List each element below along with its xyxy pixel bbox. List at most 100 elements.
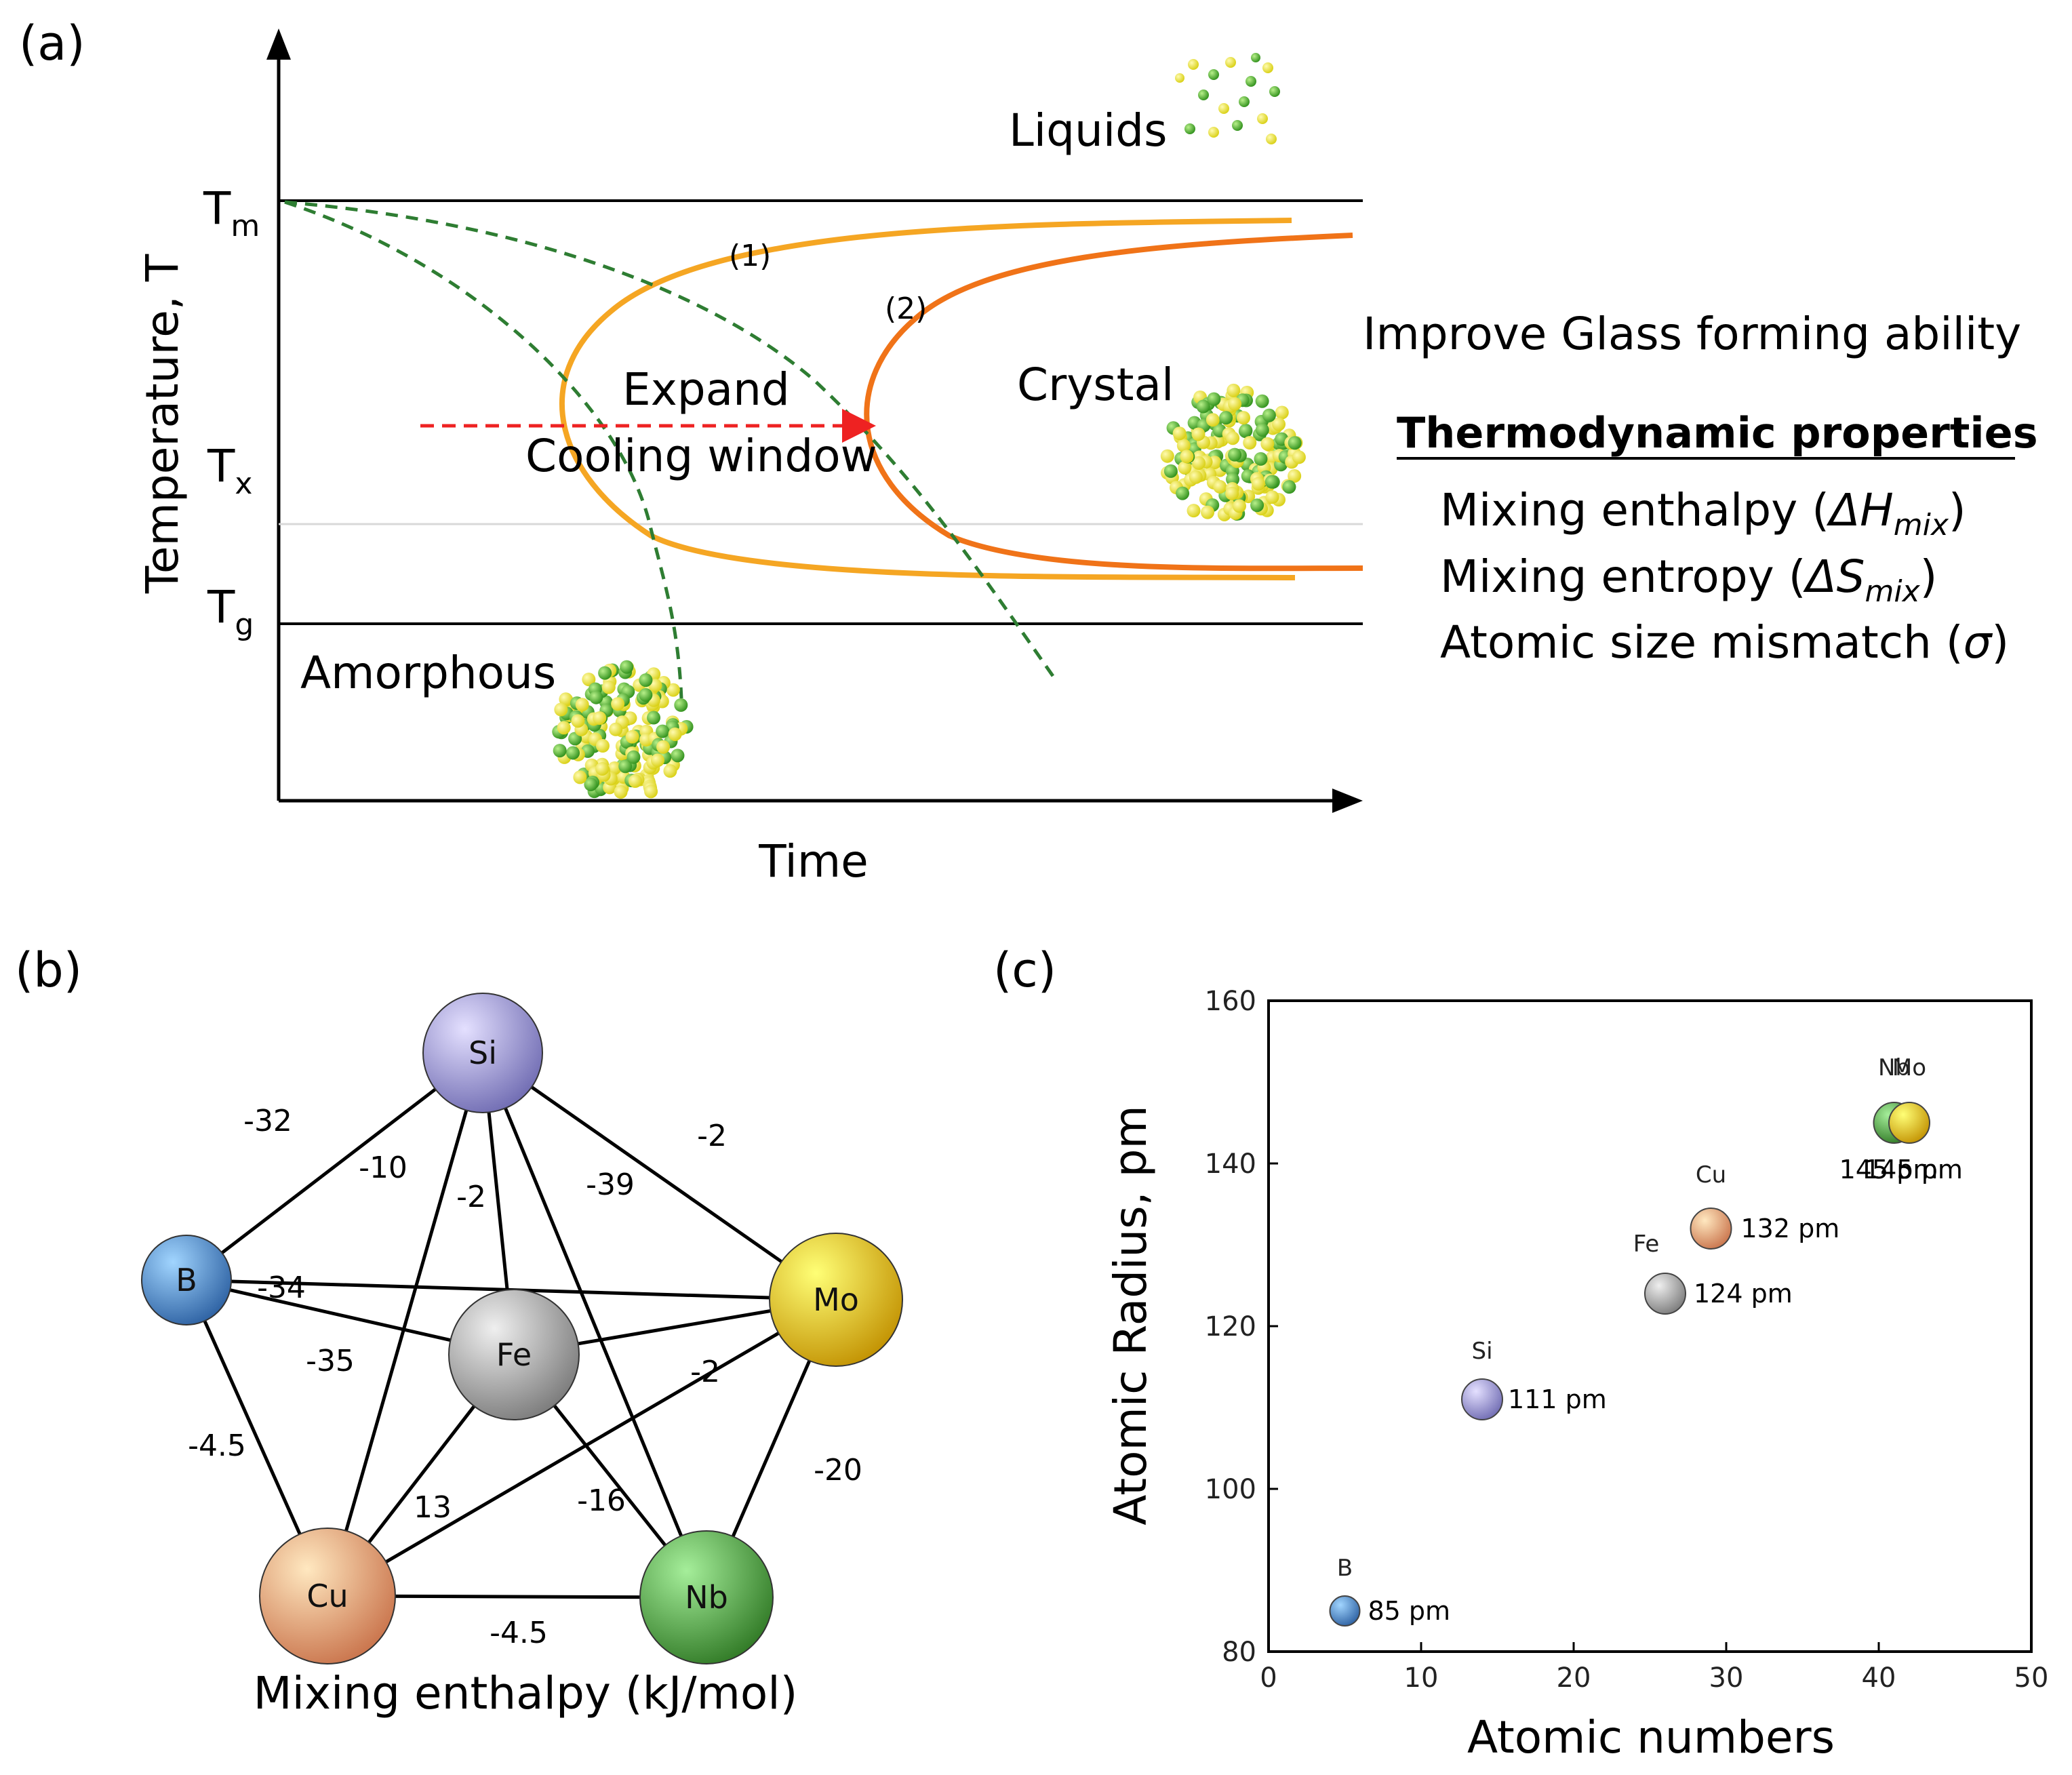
- node-nb: [639, 1530, 774, 1664]
- point-value-label: 145 pm: [1839, 1155, 1938, 1184]
- green-atom: [1255, 423, 1269, 437]
- green-atom: [1176, 486, 1190, 500]
- x-tick-label: 10: [1404, 1662, 1439, 1694]
- liquid-atoms-illustration: [1175, 53, 1280, 144]
- edge-label-si-b: -32: [243, 1104, 292, 1138]
- y-axis-arrowhead: [266, 28, 291, 60]
- node-label-nb: Nb: [685, 1579, 728, 1616]
- yellow-atom: [611, 697, 625, 711]
- yellow-atom: [595, 738, 610, 753]
- yellow-atom: [1292, 450, 1306, 464]
- edge-si-nb: [481, 1052, 709, 1598]
- green-atom: [1228, 447, 1242, 462]
- green-atom: [671, 749, 685, 763]
- point-element-label: B: [1337, 1555, 1353, 1582]
- panel-a-axes: [266, 28, 1363, 813]
- node-label-mo: Mo: [813, 1281, 859, 1318]
- yellow-atom: [1192, 456, 1206, 470]
- green-atom: [1255, 394, 1269, 408]
- node-b: [141, 1235, 232, 1325]
- crystal-label: Crystal: [1017, 359, 1174, 411]
- node-label-b: B: [176, 1262, 197, 1298]
- point-value-label: 124 pm: [1694, 1279, 1793, 1309]
- x-tick-label: 0: [1260, 1662, 1277, 1694]
- green-atom: [1163, 464, 1178, 478]
- y-tick-label: 140: [1205, 1149, 1256, 1180]
- node-label-cu: Cu: [306, 1578, 348, 1614]
- point-b: [1329, 1595, 1361, 1627]
- green-atom: [589, 690, 603, 704]
- yellow-atom: [1226, 431, 1240, 445]
- panel-c-label: (c): [993, 942, 1056, 998]
- green-atom: [1262, 408, 1276, 422]
- point-element-label: Nb: [1878, 1054, 1910, 1081]
- yellow-atom: [1225, 486, 1239, 500]
- curve-label-2: (2): [885, 292, 927, 326]
- side-title: Improve Glass forming ability: [1363, 308, 2021, 360]
- amorphous-atoms-illustration: [552, 660, 694, 799]
- yellow-atom: [1260, 437, 1275, 451]
- green-atom: [639, 688, 653, 702]
- green-atom: [1219, 411, 1233, 425]
- green-atom: [566, 746, 580, 760]
- yellow-atom: [666, 683, 680, 697]
- x-tick-label: 40: [1862, 1662, 1896, 1694]
- point-value-label: 111 pm: [1508, 1384, 1607, 1414]
- node-mo: [769, 1233, 903, 1367]
- edge-label-si-nb: -39: [586, 1168, 635, 1202]
- green-atom: [618, 759, 633, 774]
- edge-si-mo: [481, 1051, 837, 1302]
- crystal-atoms-illustration: [1160, 383, 1306, 521]
- point-element-label: Fe: [1633, 1231, 1660, 1258]
- point-si: [1461, 1378, 1503, 1420]
- y-axis-label: Temperature, T: [136, 254, 188, 594]
- tg-label: Tg: [207, 581, 254, 642]
- green-atom: [1282, 480, 1296, 494]
- edge-label-b-cu: -4.5: [188, 1429, 246, 1463]
- yellow-atom: [1189, 470, 1203, 484]
- edge-cu-mo: [326, 1298, 837, 1598]
- yellow-atom: [614, 785, 628, 799]
- x-tick-label: 50: [2014, 1662, 2049, 1694]
- yellow-atom: [1288, 468, 1302, 483]
- green-atom: [1254, 452, 1268, 466]
- curve-label-1: (1): [729, 239, 771, 273]
- edge-label-mo-nb: -20: [814, 1453, 862, 1488]
- chart-x-label: Atomic numbers: [1467, 1711, 1835, 1763]
- edge-label-si-fe: -2: [456, 1180, 486, 1214]
- yellow-atom: [609, 722, 623, 736]
- property-entropy: Mixing entropy (ΔSmix): [1440, 551, 1937, 609]
- yellow-atom: [1176, 439, 1191, 453]
- green-atom: [1226, 472, 1240, 486]
- yellow-atom: [1227, 383, 1241, 397]
- green-atom: [1250, 498, 1264, 513]
- liquids-label: Liquids: [1009, 104, 1167, 157]
- green-atom: [1207, 392, 1221, 406]
- x-axis-label: Time: [758, 835, 869, 888]
- expand-label-line2: Cooling window: [525, 430, 877, 482]
- node-label-fe: Fe: [496, 1336, 532, 1373]
- green-atom: [1264, 475, 1279, 489]
- yellow-atom: [1180, 450, 1194, 464]
- point-mo: [1888, 1102, 1930, 1144]
- yellow-atom: [554, 702, 568, 717]
- green-atom: [620, 660, 634, 674]
- edge-label-fe-nb: -16: [577, 1483, 626, 1518]
- panel-b-label: (b): [15, 942, 82, 998]
- y-tick-label: 120: [1205, 1311, 1256, 1342]
- tm-label: Tm: [203, 182, 260, 243]
- panel-b: (b) -32-10-2-39-2-34-35-4.5-2-2013-16-4.…: [15, 942, 903, 1719]
- edge-label-cu-nb: -4.5: [490, 1616, 548, 1650]
- yellow-atom: [1228, 397, 1242, 411]
- point-value-label: 132 pm: [1741, 1214, 1840, 1243]
- point-value-label: 85 pm: [1368, 1596, 1451, 1626]
- amorphous-label: Amorphous: [300, 647, 556, 699]
- yellow-atom: [1232, 499, 1246, 513]
- yellow-atom: [656, 740, 671, 754]
- edge-label-si-cu: -10: [359, 1151, 407, 1185]
- edge-label-si-mo: -2: [697, 1119, 727, 1153]
